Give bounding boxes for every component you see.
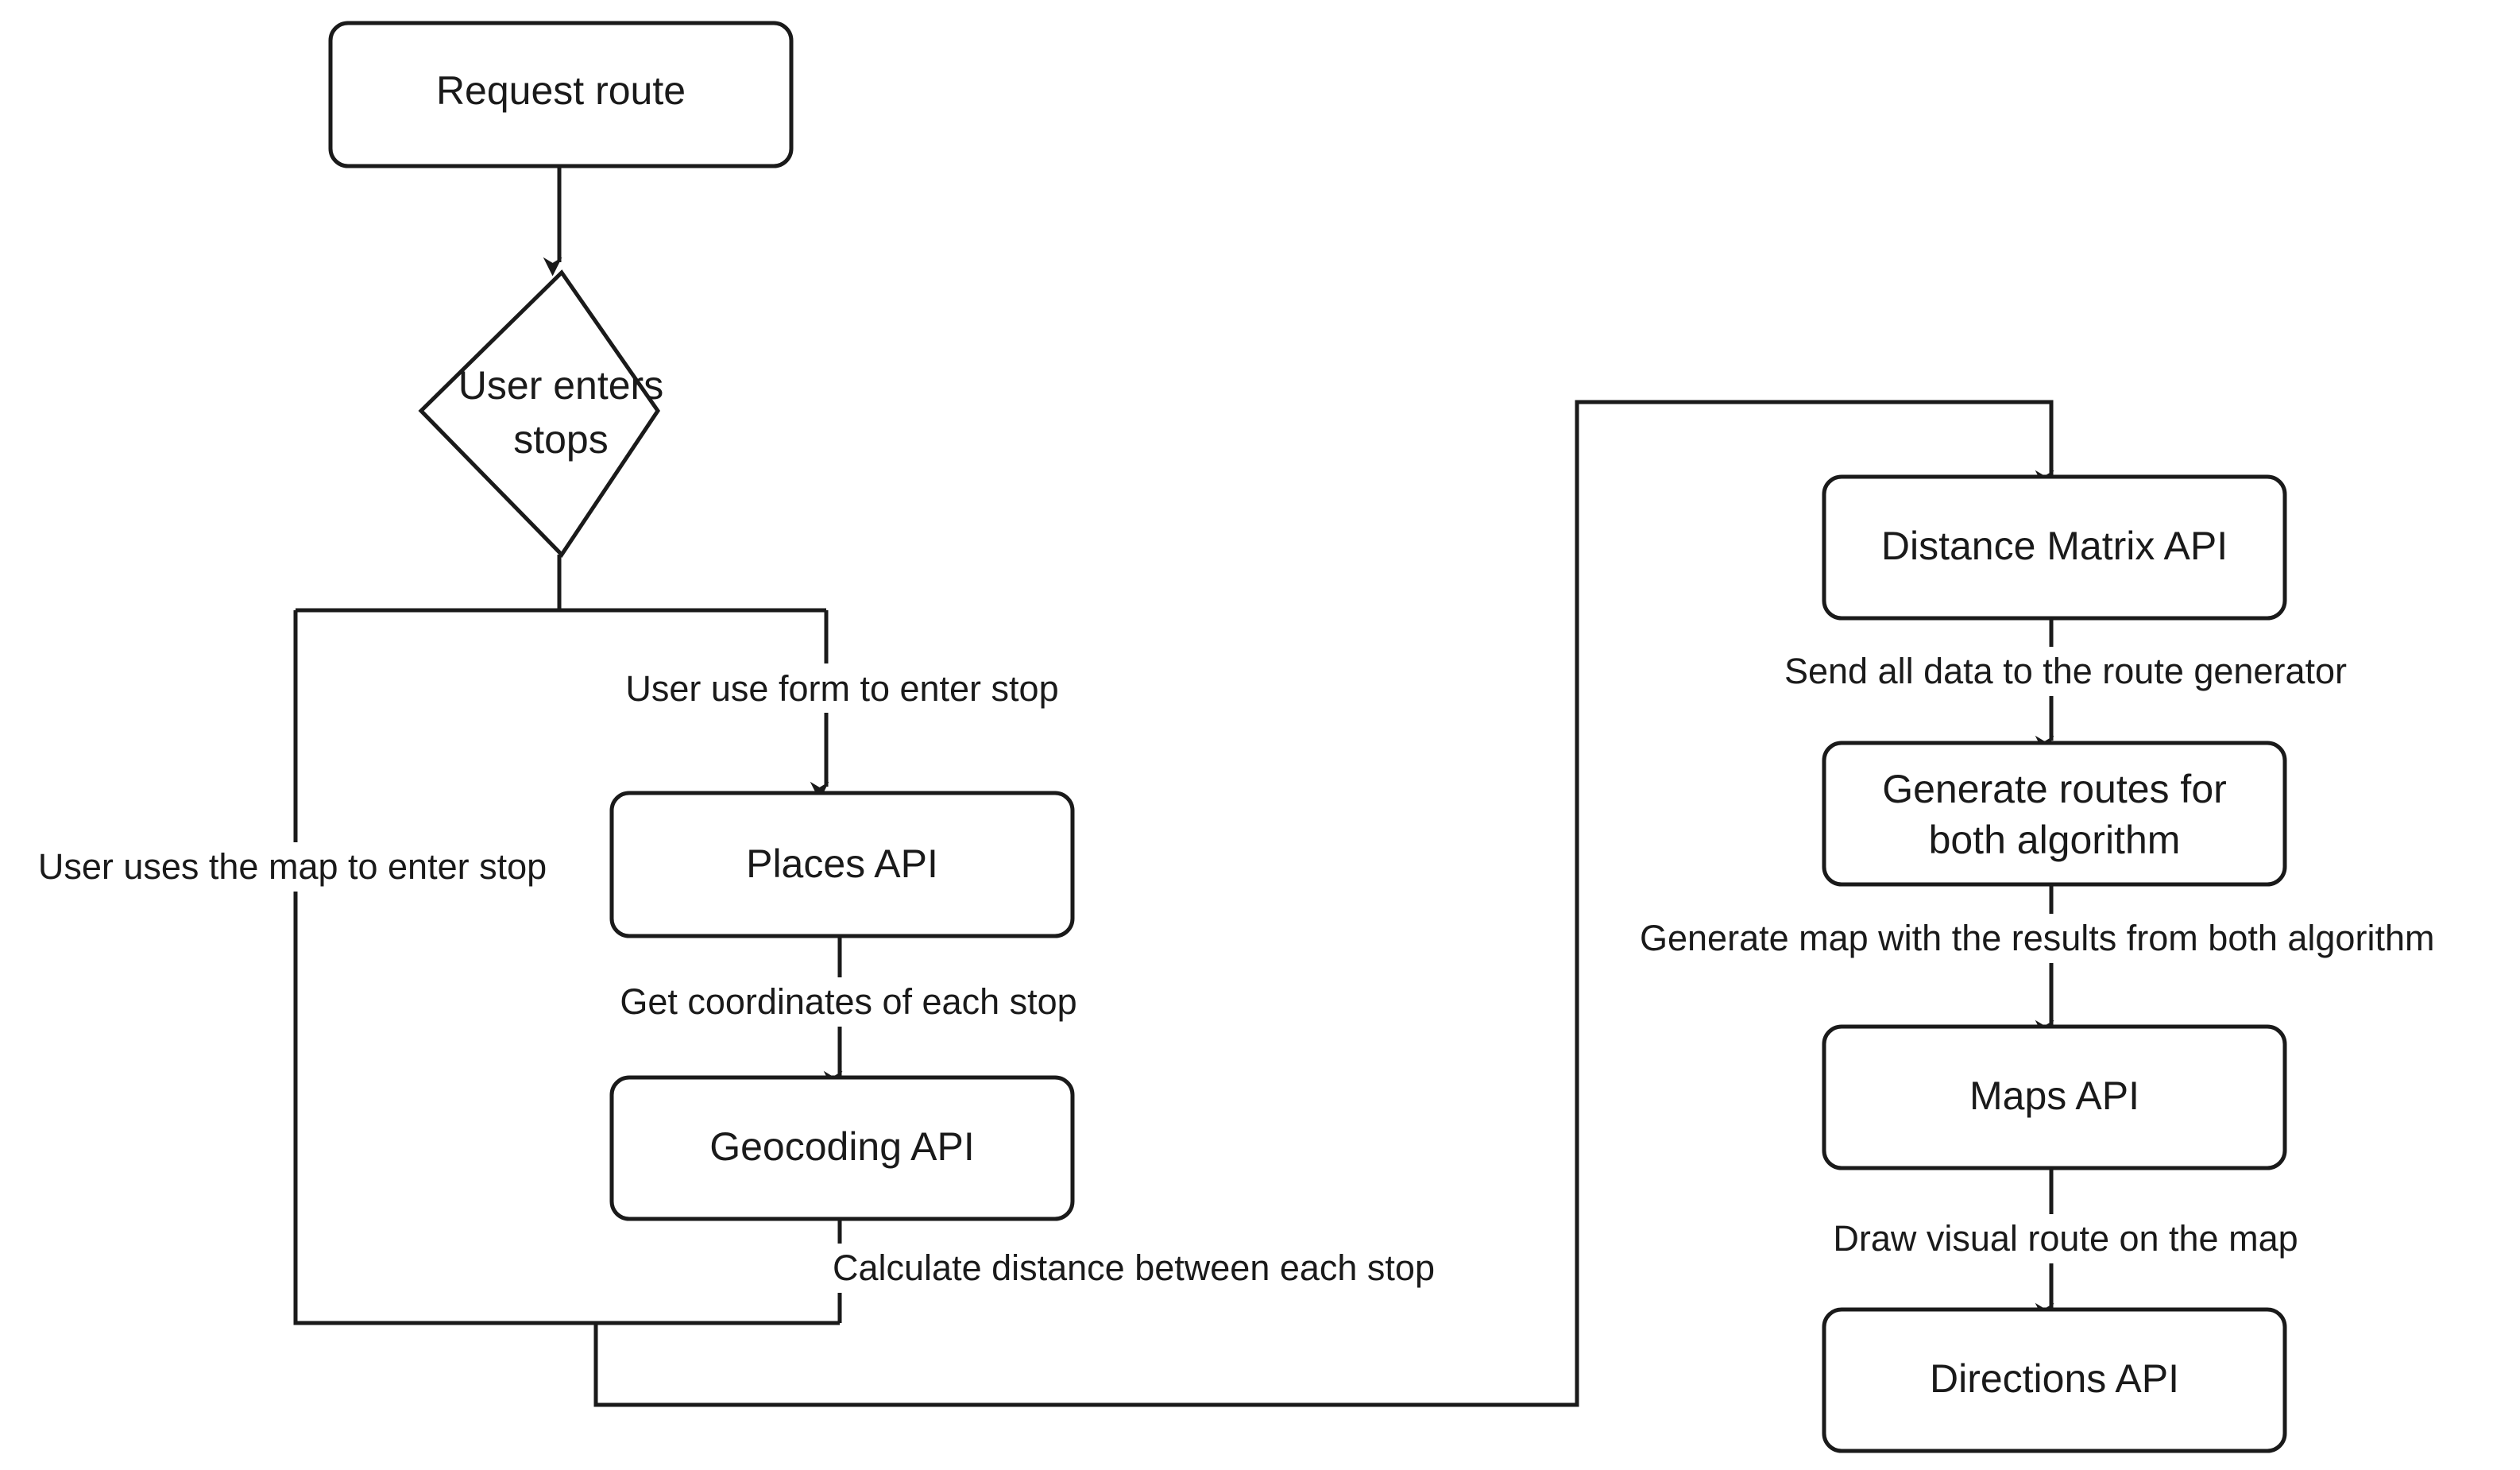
node-maps-api: Maps API: [1822, 1024, 2287, 1170]
node-distance-matrix-api: Distance Matrix API: [1822, 474, 2287, 621]
node-generate-routes-line1: Generate routes for: [1882, 767, 2227, 811]
node-request-route: Request route: [328, 21, 794, 168]
node-directions-api: Directions API: [1822, 1307, 2287, 1453]
node-geocoding-api-label: Geocoding API: [709, 1124, 975, 1169]
node-geocoding-api: Geocoding API: [609, 1075, 1075, 1221]
edge-join-to-distance-matrix: [593, 400, 2054, 1407]
label-form-entry: User use form to enter stop: [625, 668, 1058, 709]
node-user-enters-stops-line2: stops: [513, 417, 609, 462]
node-distance-matrix-api-label: Distance Matrix API: [1881, 524, 2228, 568]
node-places-api-label: Places API: [746, 841, 938, 886]
node-directions-api-label: Directions API: [1930, 1356, 2179, 1401]
node-generate-routes-line2: both algorithm: [1929, 818, 2181, 862]
node-generate-routes: Generate routes for both algorithm: [1822, 741, 2287, 887]
node-places-api: Places API: [609, 791, 1075, 938]
label-send-data: Send all data to the route generator: [1784, 651, 2347, 691]
label-calculate-distance: Calculate distance between each stop: [833, 1248, 1435, 1288]
nodes: Request route User enters stops Places A…: [328, 21, 2287, 1453]
label-generate-map: Generate map with the results from both …: [1640, 918, 2434, 958]
node-maps-api-label: Maps API: [1969, 1073, 2139, 1118]
node-user-enters-stops: User enters stops: [418, 269, 663, 558]
label-map-entry: User uses the map to enter stop: [38, 846, 547, 887]
node-request-route-label: Request route: [436, 68, 686, 113]
edge-labels: User use form to enter stop User uses th…: [11, 647, 2510, 1293]
label-draw-route: Draw visual route on the map: [1833, 1218, 2298, 1259]
node-user-enters-stops-line1: User enters: [458, 363, 663, 408]
label-get-coordinates: Get coordinates of each stop: [620, 981, 1076, 1022]
